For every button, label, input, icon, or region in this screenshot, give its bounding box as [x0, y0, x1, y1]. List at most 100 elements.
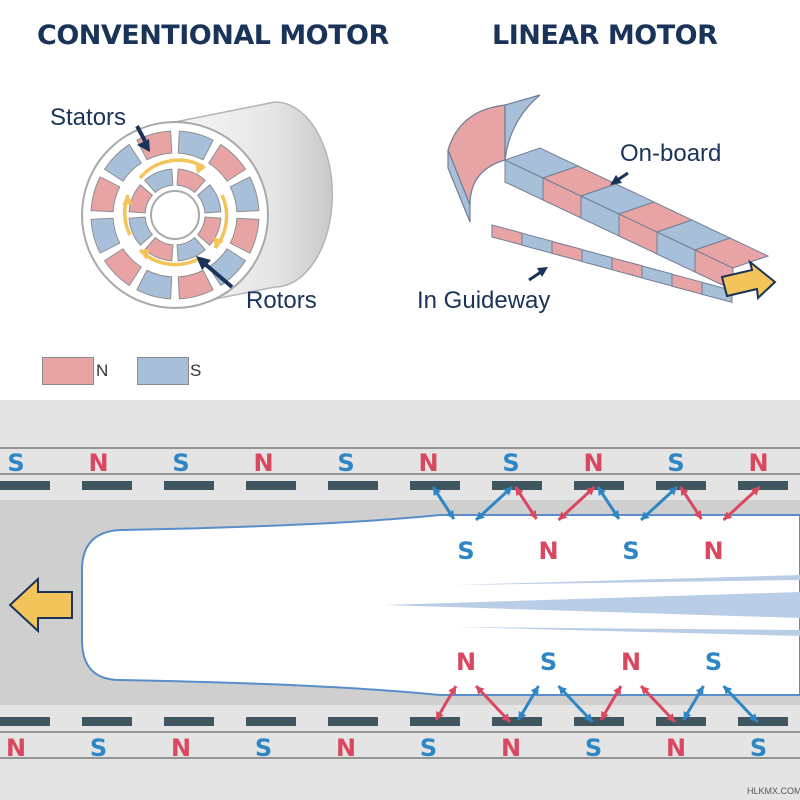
speed-streaks-front [385, 575, 800, 636]
force-arrowhead [518, 711, 527, 720]
bottom-rail-pad [738, 717, 788, 726]
force-arrowhead [748, 713, 758, 722]
force-arrow [557, 684, 594, 724]
guideway-block [611, 257, 643, 279]
in-guideway-label: In Guideway [417, 287, 551, 314]
rotor-segment [128, 216, 154, 246]
force-arrowhead [695, 686, 704, 695]
top-rail-pole: N [418, 449, 438, 477]
force-arrowhead [558, 686, 568, 695]
bottom-rail-pole: N [501, 734, 521, 762]
force-arrowhead [723, 511, 733, 520]
linear-track [447, 94, 770, 304]
force-arrowhead [446, 510, 454, 519]
guideway-block [581, 248, 613, 271]
rotors-pointer-head [196, 256, 211, 270]
stator-segment [136, 269, 173, 300]
on-board-pointer-head [610, 175, 622, 185]
top-rail-pole: N [88, 449, 108, 477]
legend-south-label: S [190, 361, 202, 380]
rotors-pointer [203, 262, 234, 289]
train-direction-arrow [8, 576, 73, 634]
train-top-pole: N [538, 537, 558, 565]
train-top-pole: N [703, 537, 723, 565]
bottom-rail-pole: N [6, 734, 26, 762]
bottom-rail-pad [246, 717, 296, 726]
force-arrowhead [558, 511, 568, 520]
rotation-arrowheads [122, 162, 224, 260]
on-board-curve-side [447, 149, 471, 223]
bottom-rail-pad [82, 717, 132, 726]
train-top-pole: S [457, 537, 474, 565]
rotor-segment [176, 168, 206, 194]
guideway-block [671, 273, 703, 295]
force-arrowhead [683, 711, 692, 720]
force-arrowhead [530, 686, 539, 695]
force-arrow [557, 485, 596, 522]
linear-motion-arrow [720, 259, 777, 301]
force-arrowhead [680, 487, 689, 496]
force-arrowhead [750, 487, 760, 496]
top-rail-pole: N [748, 449, 768, 477]
force-arrowhead [436, 711, 444, 720]
top-rail-pad [574, 481, 624, 490]
linear-motor-title: LINEAR MOTOR [492, 20, 718, 51]
stator-segment [208, 143, 247, 182]
top-rail-pole: S [337, 449, 354, 477]
force-arrow [639, 684, 677, 724]
rotor-segment [144, 236, 174, 262]
force-arrow [639, 485, 679, 522]
guideway-block [521, 232, 553, 254]
force-arrowhead [515, 487, 524, 496]
top-rail-pole: S [172, 449, 189, 477]
train-bottom-pole: N [621, 648, 641, 676]
force-arrow [722, 485, 761, 522]
top-rail-pad [656, 481, 706, 490]
stator-segment [177, 269, 214, 300]
legend-north-swatch [42, 357, 94, 385]
bottom-rail-pad [0, 717, 50, 726]
force-arrowhead [501, 713, 510, 722]
stator-segment [90, 176, 121, 213]
force-arrowhead [476, 686, 485, 695]
bottom-rail-pad [656, 717, 706, 726]
top-rail-pad [738, 481, 788, 490]
top-rail-pad [164, 481, 214, 490]
force-arrowhead [583, 713, 593, 722]
stators-label: Stators [50, 104, 127, 131]
top-rail-pole: S [667, 449, 684, 477]
force-arrow [474, 684, 512, 724]
force-arrowhead [476, 511, 485, 520]
guideway-block [491, 224, 523, 246]
force-arrowhead [503, 487, 512, 496]
bottom-rail-pole: N [336, 734, 356, 762]
force-arrows [431, 485, 761, 724]
train-bottom-pole: S [540, 648, 557, 676]
force-arrowhead [598, 487, 606, 496]
stator-segment [177, 130, 214, 161]
rotors-label: Rotors [246, 287, 317, 314]
train-top-pole: S [622, 537, 639, 565]
on-board-curve-inner [504, 94, 541, 161]
force-arrowhead [666, 713, 675, 722]
bottom-rail-pole: N [666, 734, 686, 762]
bottom-rail-pad [574, 717, 624, 726]
bottom-rail-pad [492, 717, 542, 726]
legend-south-swatch [137, 357, 189, 385]
stators-pointer-head [137, 139, 150, 152]
top-rail-pole: S [502, 449, 519, 477]
conventional-motor-diagram [81, 101, 334, 309]
conventional-motor-title: CONVENTIONAL MOTOR [37, 20, 389, 51]
top-rail-pad [0, 481, 50, 490]
force-arrow [474, 485, 514, 522]
guideway-block [701, 281, 733, 304]
linear-motor-diagram [447, 94, 777, 304]
top-rail-pole: N [583, 449, 603, 477]
bottom-rail-pad [410, 717, 460, 726]
bottom-rail-pole: S [750, 734, 767, 762]
force-arrowhead [528, 510, 537, 519]
rotor-segment [196, 184, 222, 214]
rotor-segment [144, 168, 174, 194]
stator-segment [103, 248, 142, 287]
